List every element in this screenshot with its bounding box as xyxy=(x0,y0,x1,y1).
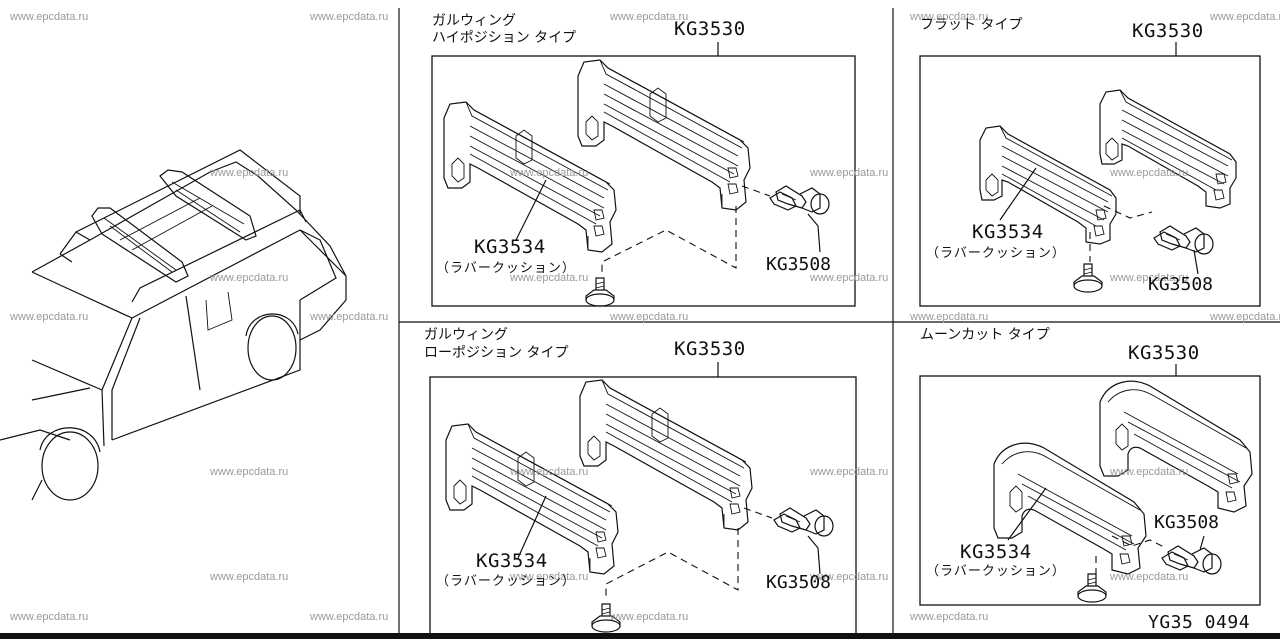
watermark: www.epcdata.ru xyxy=(10,11,89,23)
part-number-label: KG3508 xyxy=(766,254,832,275)
watermark: www.epcdata.ru xyxy=(10,611,89,623)
part-note: （ラバークッション） xyxy=(926,564,1066,579)
part-number-label: KG3534 xyxy=(474,236,546,258)
watermark: www.epcdata.ru xyxy=(1210,311,1280,323)
panel-title: ハイポジション タイプ xyxy=(432,30,577,46)
part-number-label: KG3534 xyxy=(476,550,548,572)
car-illustration xyxy=(0,149,347,501)
watermark: www.epcdata.ru xyxy=(210,466,289,478)
watermark: www.epcdata.ru xyxy=(810,571,889,583)
watermark: www.epcdata.ru xyxy=(610,611,689,623)
part-number-label: KG3508 xyxy=(766,572,832,593)
panel-title: ムーンカット タイプ xyxy=(920,327,1050,343)
watermark: www.epcdata.ru xyxy=(310,611,389,623)
panel-title: ガルウィング xyxy=(432,13,516,29)
part-number-label: KG3508 xyxy=(1154,512,1220,533)
watermark: www.epcdata.ru xyxy=(1110,466,1189,478)
watermark: www.epcdata.ru xyxy=(910,311,989,323)
watermark: www.epcdata.ru xyxy=(810,466,889,478)
panel-title: フラット タイプ xyxy=(920,17,1023,33)
watermark: www.epcdata.ru xyxy=(510,167,589,179)
watermark: www.epcdata.ru xyxy=(310,11,389,23)
watermark: www.epcdata.ru xyxy=(310,311,389,323)
part-number-label: KG3534 xyxy=(972,221,1044,243)
part-number-label: KG3534 xyxy=(960,541,1032,563)
part-number-label: KG3508 xyxy=(1148,274,1214,295)
panel-title: ローポジション タイプ xyxy=(424,345,569,361)
part-note: （ラバークッション） xyxy=(436,574,576,589)
watermark: www.epcdata.ru xyxy=(210,167,289,179)
part-note: （ラバークッション） xyxy=(436,261,576,276)
watermark: www.epcdata.ru xyxy=(10,311,89,323)
part-number-label: KG3530 xyxy=(1132,20,1204,42)
watermark: www.epcdata.ru xyxy=(910,611,989,623)
diagram-code: YG35 0494 xyxy=(1148,612,1251,633)
part-number-label: KG3530 xyxy=(674,338,746,360)
watermark: www.epcdata.ru xyxy=(1110,571,1189,583)
watermark: www.epcdata.ru xyxy=(210,571,289,583)
watermark: www.epcdata.ru xyxy=(510,272,589,284)
watermark: www.epcdata.ru xyxy=(1110,272,1189,284)
watermark: www.epcdata.ru xyxy=(610,311,689,323)
watermark: www.epcdata.ru xyxy=(510,466,589,478)
part-note: （ラバークッション） xyxy=(926,246,1066,261)
watermark: www.epcdata.ru xyxy=(910,11,989,23)
watermark: www.epcdata.ru xyxy=(810,272,889,284)
watermark: www.epcdata.ru xyxy=(1110,167,1189,179)
part-number-label: KG3530 xyxy=(1128,342,1200,364)
panel-title: ガルウィング xyxy=(424,327,508,343)
watermark: www.epcdata.ru xyxy=(210,272,289,284)
watermark: www.epcdata.ru xyxy=(510,571,589,583)
watermark: www.epcdata.ru xyxy=(810,167,889,179)
watermark: www.epcdata.ru xyxy=(610,11,689,23)
part-number-label: KG3530 xyxy=(674,18,746,40)
watermark: www.epcdata.ru xyxy=(1210,11,1280,23)
